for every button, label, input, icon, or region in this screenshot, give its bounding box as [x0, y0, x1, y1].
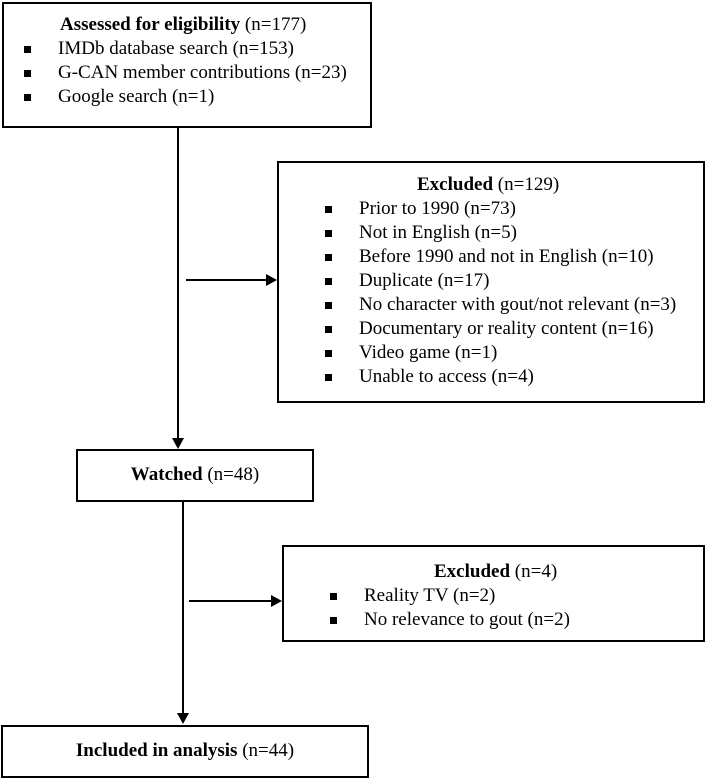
- eligibility-title-count: (n=177): [240, 14, 307, 35]
- bullet-icon: [330, 617, 337, 624]
- connector-line-main-1: [177, 128, 179, 440]
- bullet-icon: [24, 46, 31, 53]
- list-item-text: Not in English (n=5): [359, 222, 517, 243]
- arrow-down-icon: [172, 438, 184, 449]
- bullet-icon: [325, 374, 332, 381]
- watched-title-label: Watched: [130, 464, 203, 485]
- excluded-box-2: Excluded (n=4) Reality TV (n=2) No relev…: [282, 545, 705, 642]
- excluded-2-title-label: Excluded: [434, 561, 511, 582]
- bullet-icon: [325, 278, 332, 285]
- excluded-1-title: Excluded (n=129): [321, 173, 703, 197]
- list-item: Video game (n=1): [321, 341, 703, 365]
- list-item-text: G-CAN member contributions (n=23): [58, 62, 347, 83]
- excluded-2-title: Excluded (n=4): [326, 560, 703, 584]
- included-title: Included in analysis (n=44): [3, 739, 367, 763]
- eligibility-title: Assessed for eligibility (n=177): [20, 13, 370, 37]
- bullet-icon: [24, 70, 31, 77]
- list-item: Before 1990 and not in English (n=10): [321, 245, 703, 269]
- connector-line-exclude-2: [189, 600, 271, 602]
- arrow-down-icon: [177, 713, 189, 724]
- arrow-right-icon: [271, 595, 282, 607]
- list-item-text: Documentary or reality content (n=16): [359, 318, 654, 339]
- list-item-text: Unable to access (n=4): [359, 366, 534, 387]
- bullet-icon: [325, 254, 332, 261]
- list-item: Unable to access (n=4): [321, 365, 703, 389]
- list-item: Duplicate (n=17): [321, 269, 703, 293]
- list-item-text: Prior to 1990 (n=73): [359, 198, 516, 219]
- list-item: G-CAN member contributions (n=23): [20, 61, 370, 85]
- excluded-1-title-label: Excluded: [417, 174, 494, 195]
- bullet-icon: [325, 350, 332, 357]
- list-item-text: IMDb database search (n=153): [58, 38, 294, 59]
- list-item: No relevance to gout (n=2): [326, 608, 703, 632]
- list-item: Documentary or reality content (n=16): [321, 317, 703, 341]
- arrow-right-icon: [266, 274, 277, 286]
- excluded-2-title-count: (n=4): [510, 561, 558, 582]
- list-item: IMDb database search (n=153): [20, 37, 370, 61]
- list-item-text: Reality TV (n=2): [364, 585, 496, 606]
- included-title-label: Included in analysis: [75, 740, 238, 761]
- connector-line-exclude-1: [186, 279, 266, 281]
- watched-box: Watched (n=48): [76, 449, 314, 502]
- watched-title: Watched (n=48): [78, 463, 312, 487]
- bullet-icon: [325, 326, 332, 333]
- list-item: Not in English (n=5): [321, 221, 703, 245]
- list-item-text: No character with gout/not relevant (n=3…: [359, 294, 677, 315]
- included-title-count: (n=44): [237, 740, 295, 761]
- connector-line-main-2: [182, 502, 184, 716]
- bullet-icon: [325, 302, 332, 309]
- list-item: Prior to 1990 (n=73): [321, 197, 703, 221]
- included-box: Included in analysis (n=44): [1, 725, 369, 778]
- bullet-icon: [325, 206, 332, 213]
- list-item: Reality TV (n=2): [326, 584, 703, 608]
- bullet-icon: [330, 593, 337, 600]
- bullet-icon: [325, 230, 332, 237]
- eligibility-box: Assessed for eligibility (n=177) IMDb da…: [2, 2, 372, 128]
- excluded-box-1: Excluded (n=129) Prior to 1990 (n=73) No…: [277, 161, 705, 403]
- list-item-text: Before 1990 and not in English (n=10): [359, 246, 654, 267]
- list-item-text: Duplicate (n=17): [359, 270, 490, 291]
- bullet-icon: [24, 94, 31, 101]
- eligibility-title-label: Assessed for eligibility: [60, 14, 241, 35]
- list-item-text: Video game (n=1): [359, 342, 498, 363]
- list-item-text: No relevance to gout (n=2): [364, 609, 570, 630]
- excluded-1-title-count: (n=129): [493, 174, 560, 195]
- list-item: No character with gout/not relevant (n=3…: [321, 293, 703, 317]
- list-item: Google search (n=1): [20, 85, 370, 109]
- watched-title-count: (n=48): [202, 464, 260, 485]
- list-item-text: Google search (n=1): [58, 86, 215, 107]
